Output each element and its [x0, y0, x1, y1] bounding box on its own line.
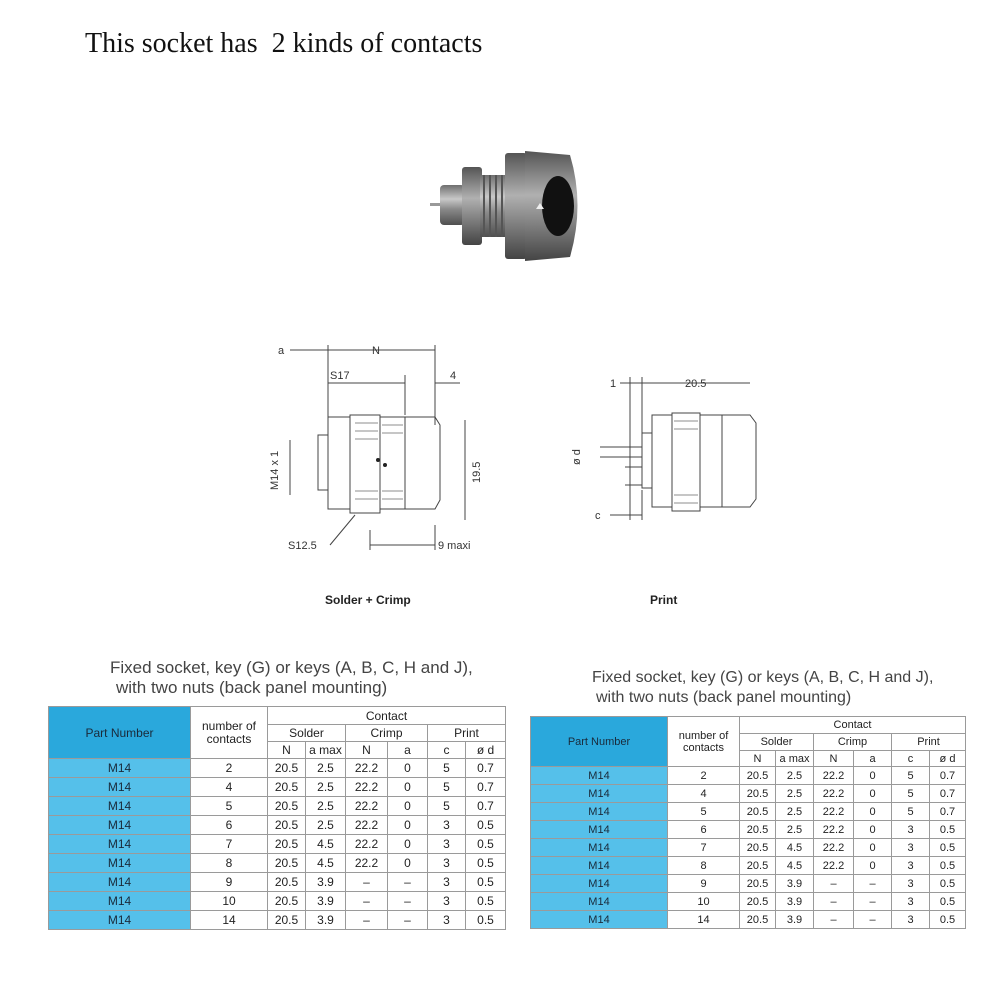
table-title-line2-right: with two nuts (back panel mounting)	[596, 689, 852, 706]
label-n: N	[372, 345, 380, 357]
part-number-header: Part Number	[48, 706, 191, 759]
label-od: ø d	[571, 449, 583, 465]
sub-a: a	[853, 750, 892, 767]
part-number-header: Part Number	[530, 716, 668, 767]
sub-a-max: a max	[775, 750, 814, 767]
label-m14: M14 x 1	[269, 451, 281, 490]
sub-n-crimp: N	[345, 741, 388, 759]
sub-od: ø d	[465, 741, 506, 759]
sub-c: c	[891, 750, 930, 767]
socket-photo	[430, 151, 578, 261]
drawing-canvas: a N S17 4 M14 x 1 19.5 S12.5 9 maxi	[269, 345, 757, 552]
technical-drawings: a N S17 4 M14 x 1 19.5 S12.5 9 maxi	[230, 315, 805, 615]
label-9-maxi: 9 maxi	[438, 540, 470, 552]
sub-a-max: a max	[305, 741, 346, 759]
drawing-print	[600, 377, 757, 520]
label-19-5: 19.5	[471, 462, 483, 483]
label-c: c	[595, 510, 601, 522]
contact-header: Contact	[267, 706, 506, 725]
group-crimp: Crimp	[345, 724, 428, 742]
sub-n-crimp: N	[813, 750, 854, 767]
label-s17: S17	[330, 370, 350, 382]
table-title-line1-right: Fixed socket, key (G) or keys (A, B, C, …	[592, 669, 934, 686]
page-headline: This socket has 2 kinds of contacts	[85, 28, 483, 59]
contact-header: Contact	[739, 716, 966, 734]
drawing-solder-crimp	[289, 345, 466, 550]
group-solder: Solder	[267, 724, 346, 742]
caption-print: Print	[650, 593, 678, 607]
table-title-line2: with two nuts (back panel mounting)	[116, 678, 388, 697]
label-s12-5: S12.5	[288, 540, 317, 552]
sub-n: N	[267, 741, 306, 759]
spec-table-right: Fixed socket, key (G) or keys (A, B, C, …	[530, 668, 966, 929]
group-print: Print	[427, 724, 506, 742]
sub-a: a	[387, 741, 428, 759]
group-solder: Solder	[739, 733, 814, 751]
sub-c: c	[427, 741, 466, 759]
spec-table-left: Fixed socket, key (G) or keys (A, B, C, …	[48, 658, 506, 930]
sub-n: N	[739, 750, 776, 767]
group-print: Print	[891, 733, 966, 751]
table-title-line1: Fixed socket, key (G) or keys (A, B, C, …	[110, 658, 473, 677]
label-4: 4	[450, 370, 456, 382]
sub-od: ø d	[929, 750, 966, 767]
group-crimp: Crimp	[813, 733, 892, 751]
label-20-5: 20.5	[685, 378, 706, 390]
caption-solder-crimp: Solder + Crimp	[325, 593, 411, 607]
label-a: a	[278, 345, 285, 357]
label-1: 1	[610, 378, 616, 390]
